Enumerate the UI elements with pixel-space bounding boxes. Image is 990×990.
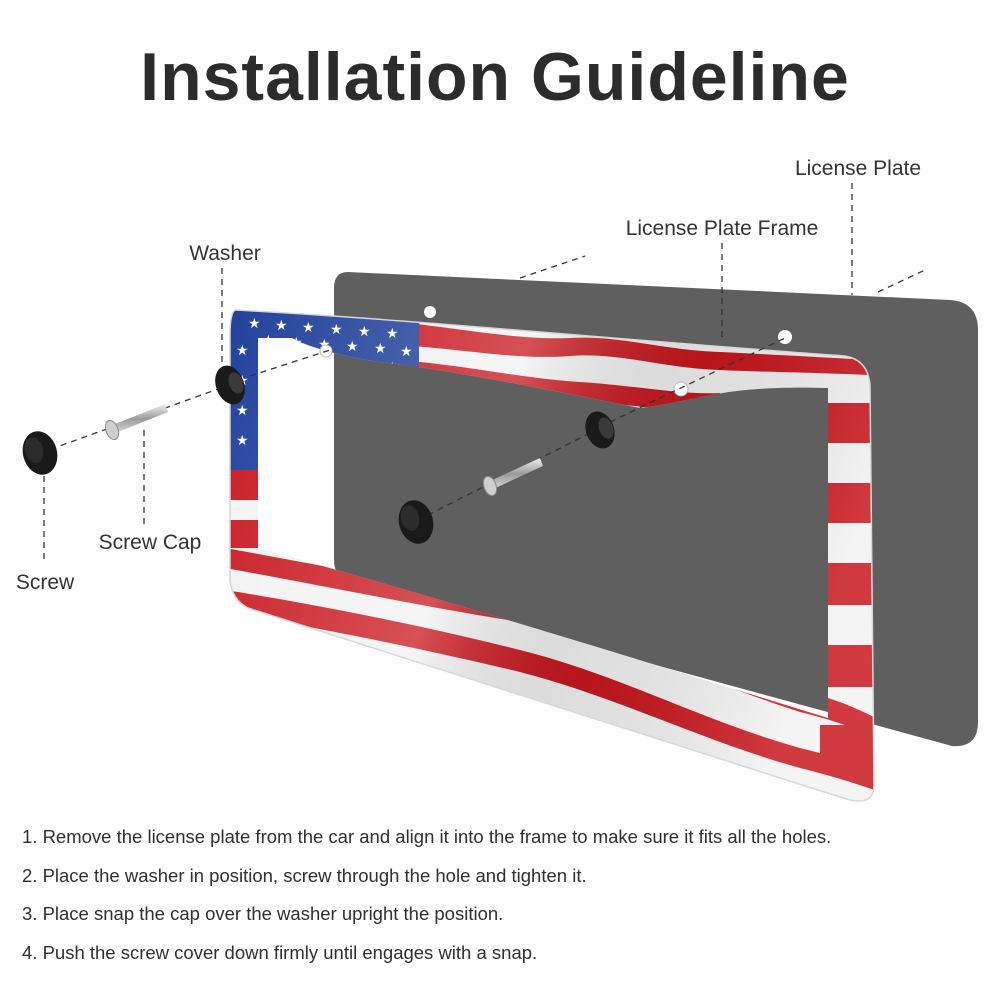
instruction-list: 1. Remove the license plate from the car…: [22, 818, 982, 972]
license-plate: [334, 272, 978, 747]
label-screw: Screw: [16, 571, 75, 594]
instruction-step: 3. Place snap the cap over the washer up…: [22, 903, 504, 924]
plate-hole-right: [778, 330, 792, 344]
instruction-step: 4. Push the screw cover down firmly unti…: [22, 941, 538, 963]
screw-cap-right: [398, 500, 434, 544]
label-license-plate: License Plate: [795, 157, 921, 180]
screw-right: [482, 458, 543, 497]
plate-hole-left: [424, 306, 436, 318]
screw-cap-left: [22, 431, 58, 475]
instruction-step: 2. Place the washer in position, screw t…: [22, 864, 587, 886]
instruction-step: 1. Remove the license plate from the car…: [22, 826, 832, 847]
page-title: Installation Guideline: [140, 39, 850, 115]
screw-left: [104, 404, 168, 441]
washer-left: [215, 365, 245, 405]
label-washer: Washer: [189, 242, 261, 265]
label-license-plate-frame: License Plate Frame: [626, 217, 819, 240]
label-screw-cap: Screw Cap: [99, 531, 202, 554]
frame-hole-right: [673, 381, 689, 397]
washer-right: [585, 411, 615, 449]
